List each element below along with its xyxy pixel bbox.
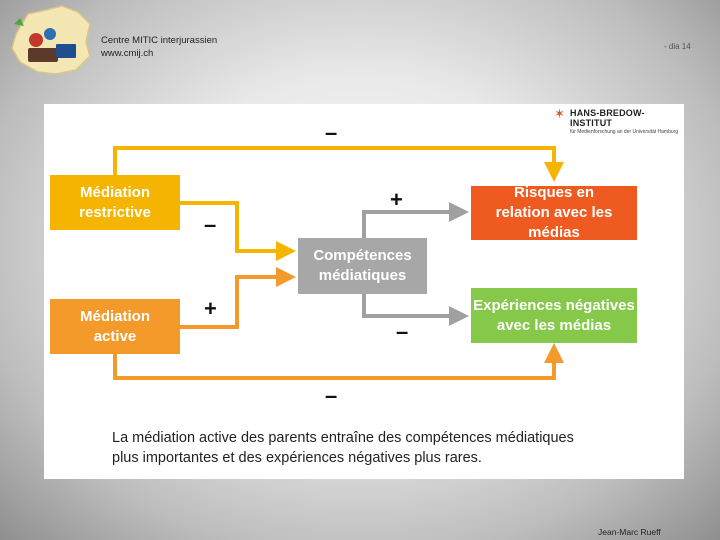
organization-info: Centre MITIC interjurassien www.cmij.ch bbox=[101, 34, 217, 60]
diagram-connectors bbox=[113, 146, 564, 380]
box-competences-line1: Compétences bbox=[313, 247, 412, 264]
box-risks-line2: relation avec les médias bbox=[495, 204, 613, 241]
diagram-panel: Médiation restrictive Médiation active Com… bbox=[44, 104, 684, 479]
box-active-line2: active bbox=[93, 327, 137, 345]
sign-bottom-minus: – bbox=[325, 383, 338, 408]
connector-restrictive-to-competences bbox=[180, 201, 296, 261]
institute-name: HANS-BREDOW-INSTITUT bbox=[570, 108, 645, 128]
diagram-caption: La médiation active des parents entraîne… bbox=[112, 428, 672, 468]
caption-line2: plus importantes et des expériences néga… bbox=[112, 450, 482, 466]
sign-risks-plus: + bbox=[390, 187, 403, 212]
box-active-line1: Médiation bbox=[80, 307, 150, 325]
sign-restrictive-minus: – bbox=[204, 212, 217, 237]
box-media-risks: Risques en relation avec les médias bbox=[471, 184, 637, 241]
institute-star-icon: ✶ bbox=[554, 106, 565, 121]
institute-subtitle: für Medienforschung an der Universität H… bbox=[570, 129, 679, 135]
sign-experiences-minus: – bbox=[396, 319, 409, 344]
connector-active-to-experiences bbox=[113, 343, 564, 380]
sign-top-minus: – bbox=[325, 120, 338, 145]
box-experiences-line1: Expériences négatives bbox=[473, 296, 635, 314]
box-restrictive-line1: Médiation bbox=[80, 183, 150, 201]
cmij-logo bbox=[11, 5, 91, 75]
box-competences-line2: médiatiques bbox=[318, 267, 407, 284]
institute-logo: ✶ HANS-BREDOW-INSTITUT für Medienforschu… bbox=[554, 106, 682, 135]
connector-competences-to-experiences bbox=[362, 294, 469, 326]
organization-url: www.cmij.ch bbox=[101, 48, 154, 59]
connector-competences-to-risks bbox=[362, 202, 469, 238]
box-media-competences: Compétences médiatiques bbox=[298, 238, 427, 294]
author-name: Jean-Marc Rueff bbox=[598, 527, 661, 537]
slide-number: - dia 14 bbox=[664, 42, 691, 51]
box-experiences-line2: avec les médias bbox=[496, 316, 612, 334]
box-restrictive-line2: restrictive bbox=[79, 203, 151, 221]
caption-line1: La médiation active des parents entraîne… bbox=[112, 430, 574, 446]
connector-active-to-competences bbox=[180, 267, 296, 329]
box-active-mediation: Médiation active bbox=[50, 299, 180, 354]
box-negative-experiences: Expériences négatives avec les médias bbox=[471, 288, 637, 343]
organization-name: Centre MITIC interjurassien bbox=[101, 35, 218, 46]
box-restrictive-mediation: Médiation restrictive bbox=[50, 175, 180, 230]
sign-active-plus: + bbox=[204, 296, 217, 321]
connector-restrictive-to-risks bbox=[113, 146, 564, 182]
box-risks-line1: Risques en bbox=[513, 184, 595, 201]
